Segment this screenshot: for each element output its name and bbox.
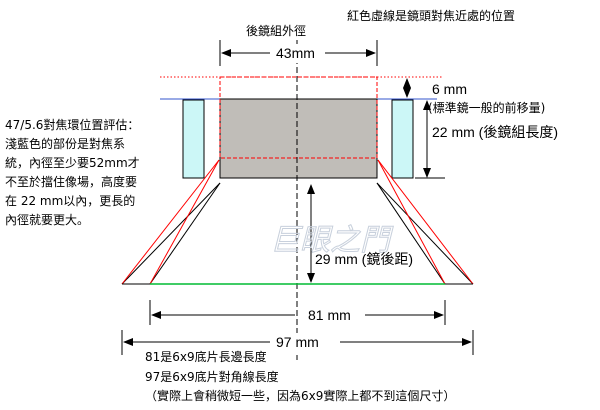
focus-ring-left — [182, 99, 205, 179]
watermark: 巨眼之門 — [270, 223, 394, 258]
rear-group-block — [219, 98, 378, 179]
note-line: 在 22 mm以內，更長的 — [5, 194, 136, 208]
note-line: 不至於擋住像場，高度要 — [5, 175, 138, 189]
light-cone — [121, 159, 474, 285]
dim-29: 29 mm (鏡後距) — [315, 251, 413, 267]
dim-81: 81 mm — [308, 306, 351, 325]
dim-43: 43mm — [276, 44, 315, 63]
note-line: 統，內徑至少要52mm才 — [5, 156, 140, 170]
rear-group-label: 後鏡組外徑 — [246, 24, 307, 38]
note-line: 47/5.6對焦環位置評估： — [5, 118, 140, 132]
title-note: 紅色虛線是鏡頭對焦近處的位置 — [347, 9, 516, 23]
left-note: 47/5.6對焦環位置評估： 淺藍色的部份是對焦系 統，內徑至少要52mm才 不… — [5, 116, 140, 230]
red-dashed-box — [219, 76, 378, 159]
focus-ring-right — [391, 99, 414, 179]
note-line: 內徑就要更大。 — [5, 213, 90, 227]
bottom-notes: 81是6x9底片長邊長度 97是6x9底片對角線長度 （實際上會稍微短一些，因為… — [145, 348, 455, 407]
note-line: 97是6x9底片對角線長度 — [145, 369, 279, 384]
note-line: 淺藍色的部份是對焦系 — [5, 137, 126, 151]
dimension-lines — [121, 40, 474, 355]
dim-97: 97 mm — [276, 333, 319, 352]
note-line: （實際上會稍微短一些，因為6x9實際上都不到這個尺寸） — [145, 389, 456, 403]
dim-6: 6 mm — [432, 81, 467, 97]
note-line: 81是6x9底片長邊長度 — [145, 350, 267, 364]
dim-22: 22 mm (後鏡組長度) — [432, 124, 558, 140]
dim-6-note: (標準鏡一般的前移量) — [428, 101, 546, 115]
